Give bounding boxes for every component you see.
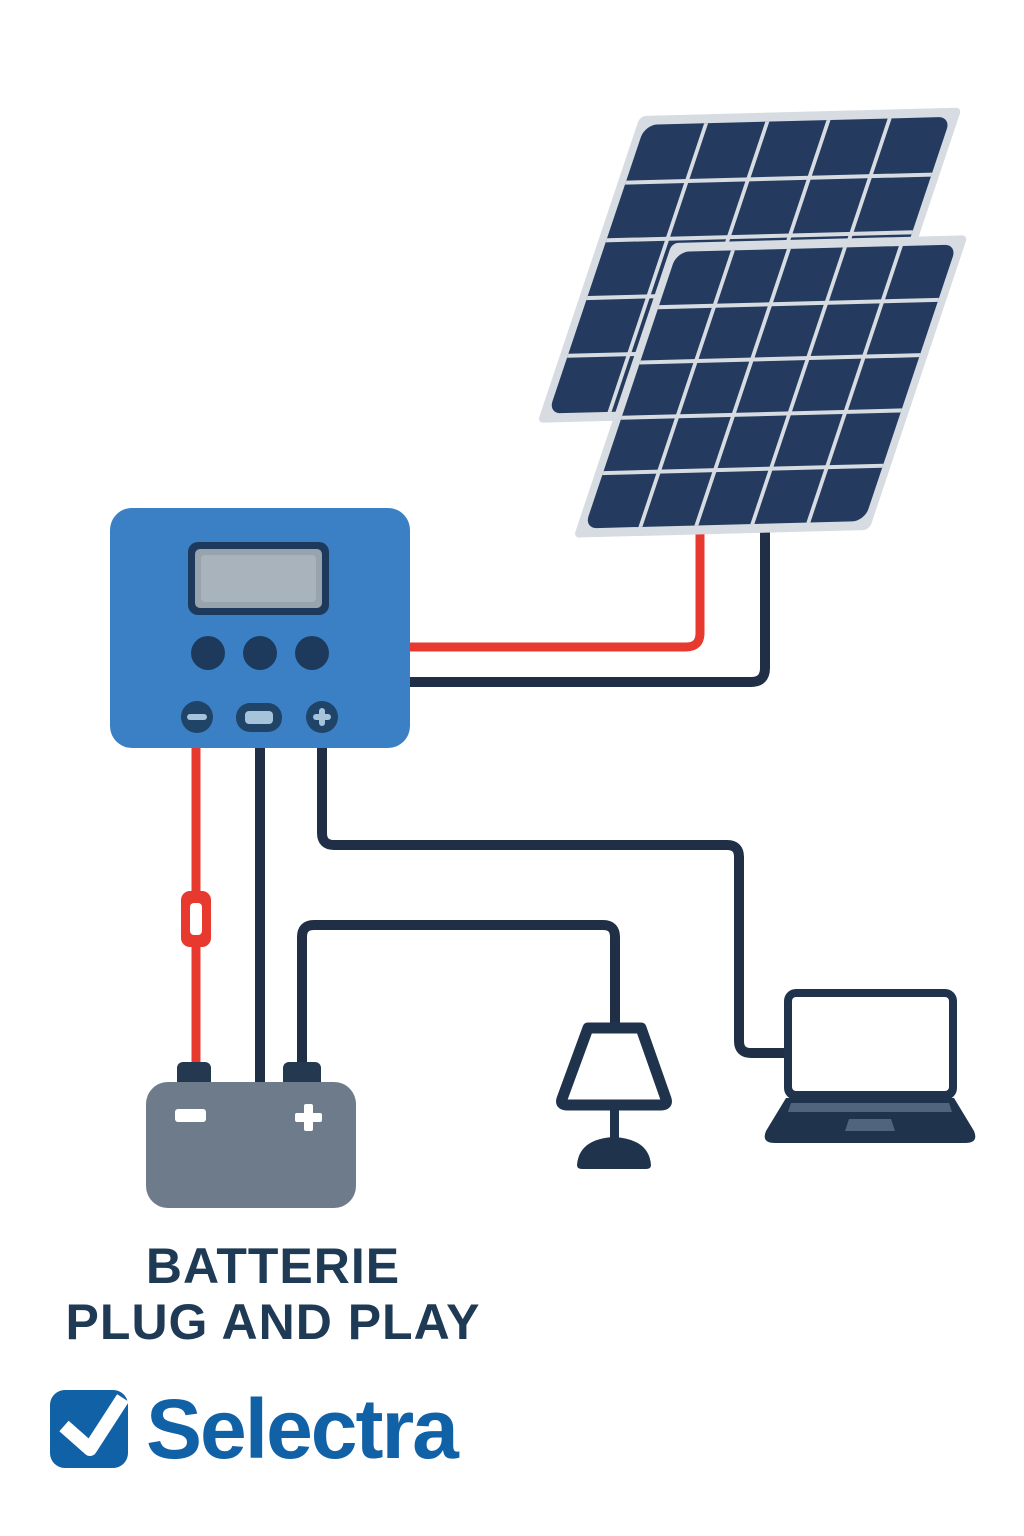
battery-body — [146, 1082, 356, 1208]
controller-indicators — [191, 636, 329, 670]
wire-laptop — [317, 748, 788, 1058]
lamp-stem — [610, 1105, 619, 1142]
brand-wordmark: Selectra — [146, 1381, 459, 1476]
wire-lamp — [297, 920, 620, 1070]
laptop — [764, 989, 976, 1143]
display-button — [236, 703, 282, 732]
minus-symbol — [175, 1109, 206, 1122]
panel-grid-lines — [602, 245, 940, 527]
minus-button — [181, 701, 213, 733]
laptop-trackpad — [845, 1119, 895, 1131]
indicator-dot — [295, 636, 329, 670]
minus-icon — [187, 714, 207, 720]
fuse — [181, 891, 211, 947]
lamp-shade — [556, 1022, 672, 1111]
controller-screen-inner — [201, 555, 316, 602]
caption-line-2: PLUG AND PLAY — [65, 1294, 481, 1350]
indicator-dot — [243, 636, 277, 670]
lamp-base — [577, 1137, 651, 1169]
battery-terminal-positive — [283, 1062, 321, 1088]
battery-terminal-negative — [177, 1062, 211, 1088]
charge-controller — [110, 508, 410, 748]
battery — [146, 1062, 356, 1208]
panel-cells — [587, 244, 954, 529]
wire-panel-red — [410, 528, 705, 652]
check-square-icon — [50, 1390, 128, 1468]
indicator-dot — [191, 636, 225, 670]
laptop-keyboard — [788, 1103, 952, 1112]
brand-logo: Selectra — [50, 1382, 459, 1476]
caption: BATTERIE PLUG AND PLAY — [0, 1238, 546, 1350]
plus-icon — [313, 708, 331, 726]
controller-body — [110, 508, 410, 748]
plus-symbol — [295, 1104, 322, 1131]
lamp — [556, 1022, 672, 1169]
caption-line-1: BATTERIE — [145, 1238, 401, 1294]
fuse-window — [190, 903, 202, 935]
laptop-screen — [792, 997, 949, 1091]
plus-button — [306, 701, 338, 733]
solar-panel-front — [575, 235, 967, 538]
wire-panel-dark — [410, 524, 770, 687]
display-button-icon — [245, 711, 273, 724]
wires — [191, 524, 788, 1086]
